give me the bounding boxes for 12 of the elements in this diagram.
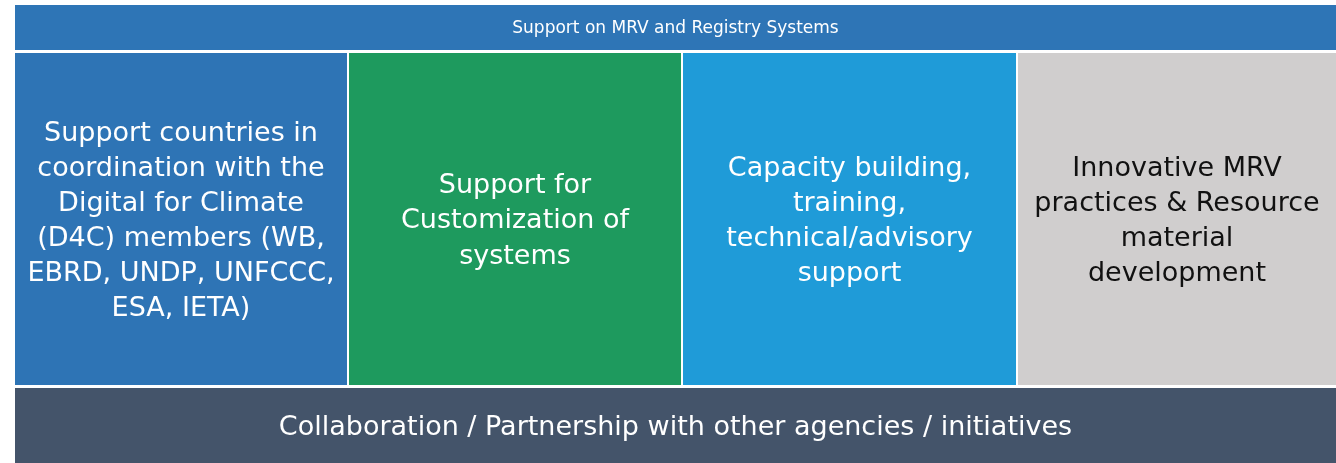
footer-text: Collaboration / Partnership with other agencies / initiatives bbox=[278, 408, 1073, 443]
header-text: Support on MRV and Registry Systems bbox=[512, 16, 839, 39]
category-panel bbox=[683, 53, 1016, 385]
panel-text: Support for Customization of systems bbox=[400, 167, 631, 272]
panel-text: Support countries in coordination with the Digital for Climate (D4C) members (WB, EBRD, UNDP, UNFCCC, ESA, IETA) bbox=[26, 114, 336, 325]
footer-band bbox=[15, 388, 1336, 463]
panel-text: Capacity building, training, technical/advisory support bbox=[725, 149, 974, 290]
category-panel bbox=[349, 53, 681, 385]
header-band bbox=[15, 5, 1336, 50]
panel-text: Innovative MRV practices & Resource material development bbox=[1033, 149, 1321, 290]
category-panel bbox=[15, 53, 347, 385]
category-panel bbox=[1018, 53, 1336, 385]
